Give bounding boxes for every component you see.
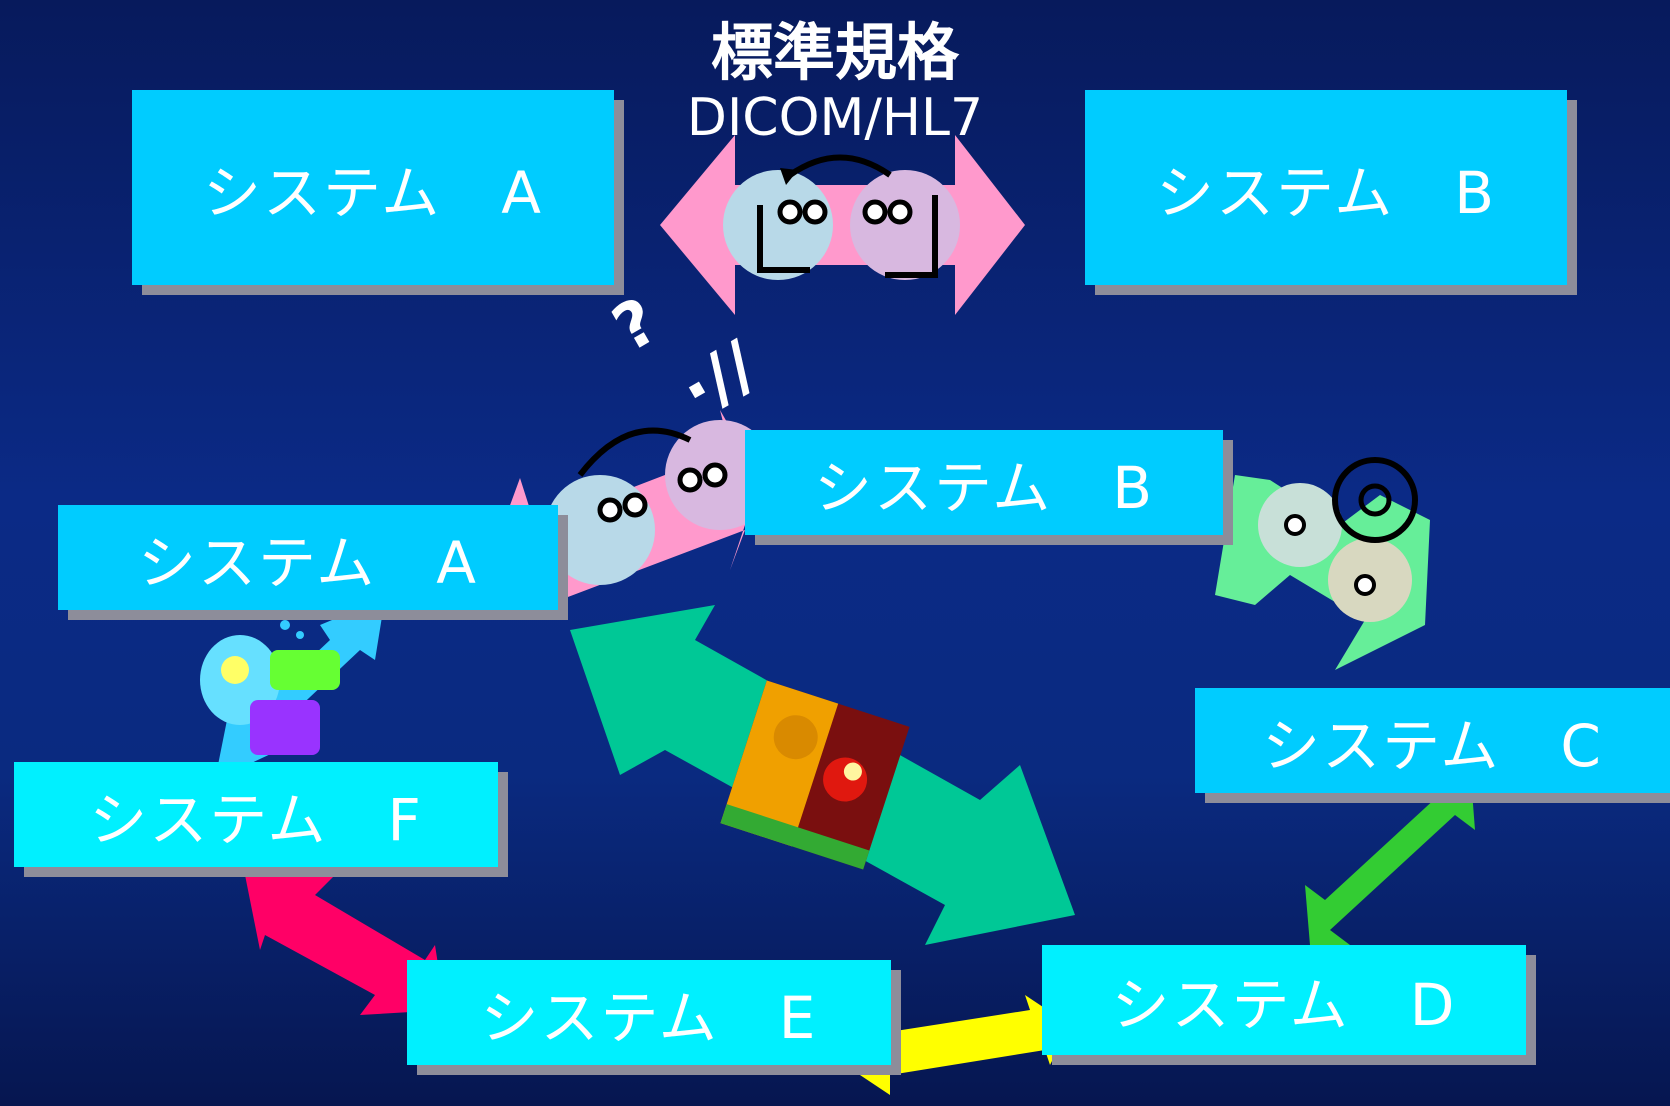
network-system-e: システム E [407,960,891,1065]
network-system-c: システム C [1195,688,1670,793]
two-people-icon [723,154,960,280]
diagram-subtitle: DICOM/HL7 [686,88,984,148]
top-system-b: システム B [1085,90,1567,285]
yellow-double-arrow [830,995,1070,1095]
network-system-b: システム B [745,430,1223,535]
colorful-idea-icon [200,620,340,755]
network-system-a: システム A [58,505,558,610]
confused-dots-icon: ·// [667,326,770,430]
network-system-d: システム D [1042,945,1526,1055]
question-mark-icon: ? [601,284,670,367]
lightbulb-idea-icon [1258,457,1418,622]
top-pink-double-arrow [660,135,1025,315]
two-faces-picture [720,680,910,870]
diagram-title: 標準規格 [710,16,959,89]
network-system-f: システム F [14,762,498,867]
magenta-double-arrow [245,875,445,1015]
top-system-a: システム A [132,90,614,285]
lime-double-arrow [1305,765,1475,945]
